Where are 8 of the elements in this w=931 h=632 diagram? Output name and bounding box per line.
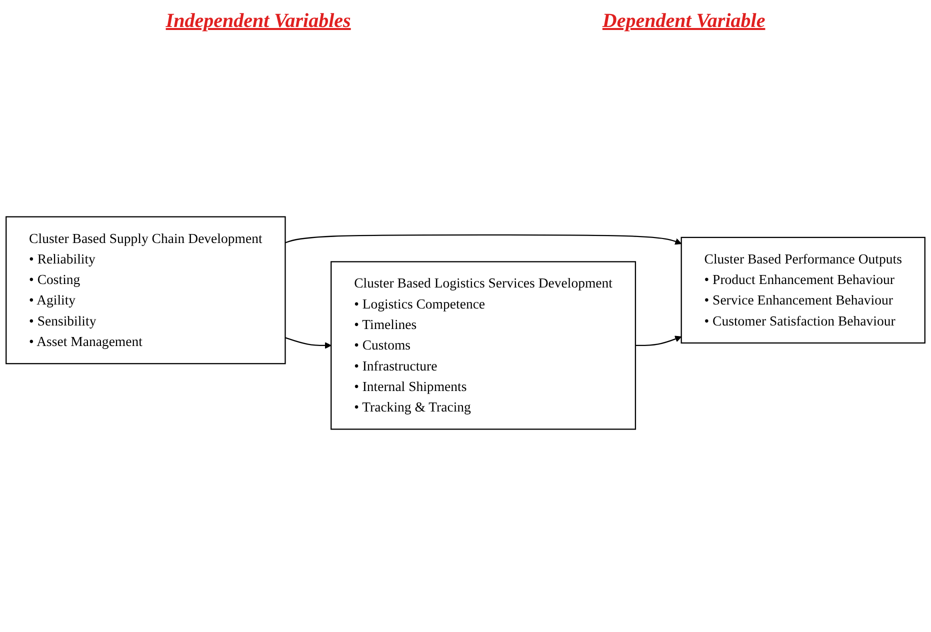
arrow — [635, 336, 682, 346]
arrow — [285, 234, 682, 245]
arrow — [285, 337, 332, 349]
heading-label: Dependent Variable — [602, 10, 766, 33]
heading-label: Independent Variables — [166, 10, 351, 33]
node-box: Cluster Based Supply Chain Development • Reliability • Costing • Agility • Sensibility • Asset Management — [6, 216, 286, 364]
node-box: Cluster Based Performance Outputs • Product Enhancement Behaviour • Service Enhancement Behaviour • Customer Satisfaction Behaviour — [680, 236, 926, 344]
node-box: Cluster Based Logistics Services Development • Logistics Competence • Timelines • Customs • Infrastructure • Internal Shipments • Tracking & Tracing — [330, 261, 636, 430]
